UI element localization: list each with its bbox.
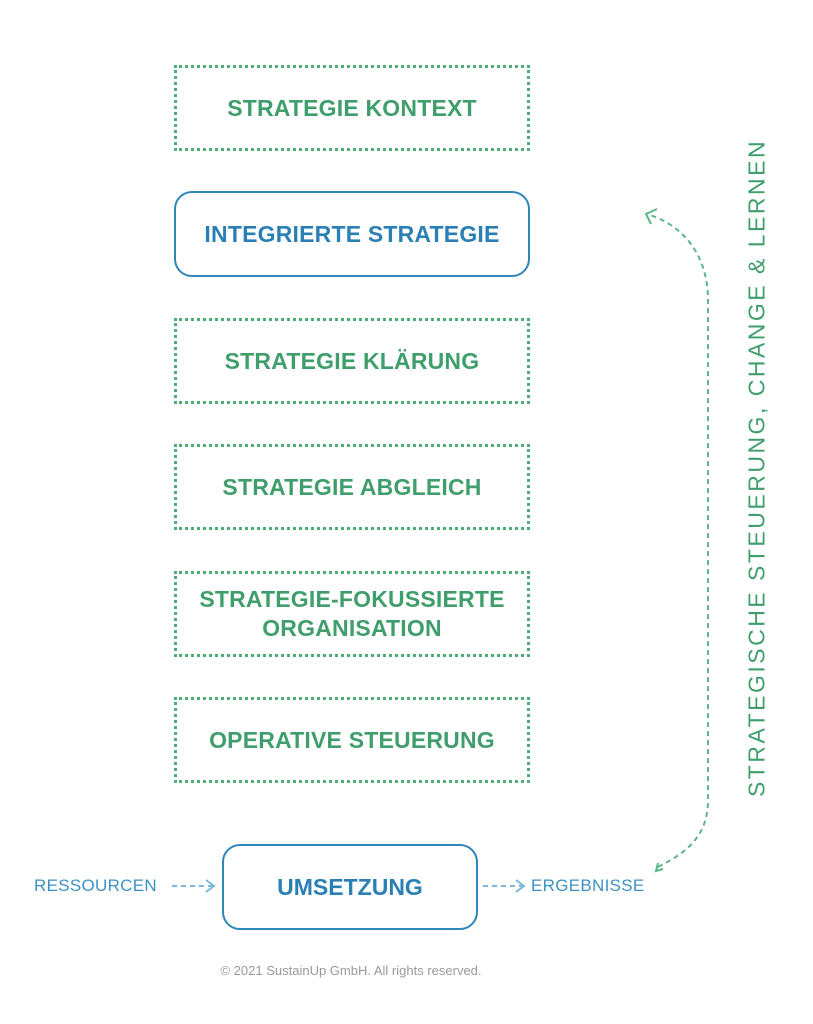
input-arrow — [172, 879, 216, 893]
feedback-loop-arrow — [644, 208, 709, 873]
vertical-feedback-label: STRATEGISCHE STEUERUNG, CHANGE & LERNEN — [743, 138, 770, 798]
box-strategie-fokussierte-organisation: STRATEGIE-FOKUSSIERTE ORGANISATION — [174, 571, 530, 657]
ergebnisse-label: ERGEBNISSE — [531, 876, 645, 895]
copyright-notice: © 2021 SustainUp GmbH. All rights reserv… — [220, 963, 482, 978]
box-umsetzung: UMSETZUNG — [222, 844, 478, 930]
output-arrow — [483, 879, 526, 893]
box-strategie-kontext: STRATEGIE KONTEXT — [174, 65, 530, 151]
box-operative-steuerung: OPERATIVE STEUERUNG — [174, 697, 530, 783]
box-integrierte-strategie: INTEGRIERTE STRATEGIE — [174, 191, 530, 277]
box-strategie-abgleich: STRATEGIE ABGLEICH — [174, 444, 530, 530]
box-strategie-klaerung: STRATEGIE KLÄRUNG — [174, 318, 530, 404]
ressourcen-label: RESSOURCEN — [34, 876, 157, 895]
